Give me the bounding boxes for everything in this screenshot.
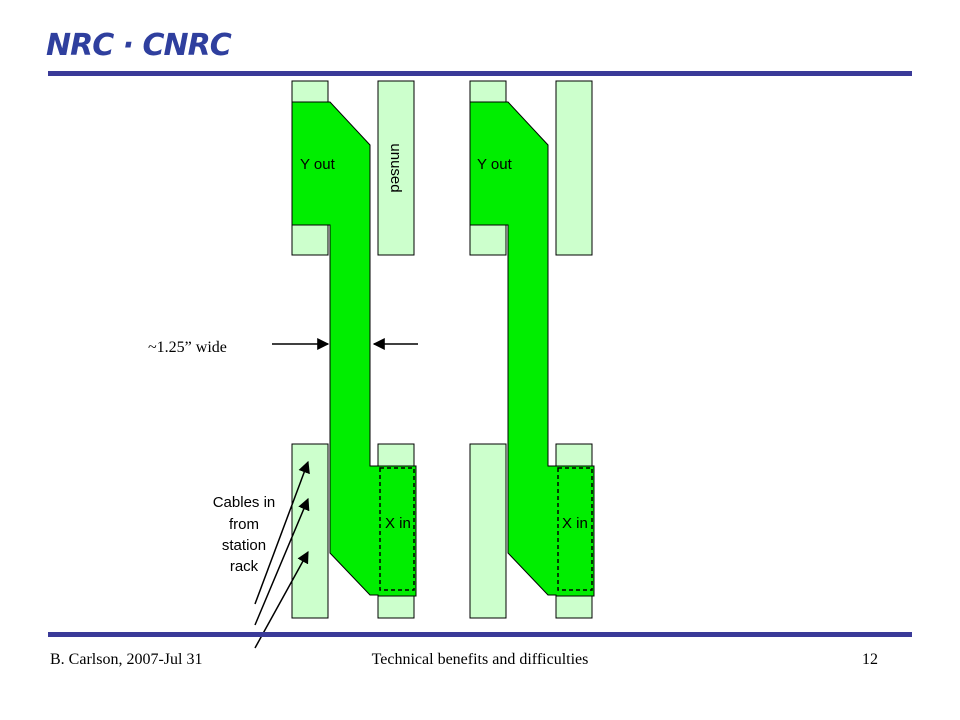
cables-label-line-1: Cables in <box>213 494 276 511</box>
cable-arrow-1 <box>254 460 310 605</box>
cable-arrow-2 <box>254 497 310 626</box>
x-in-connector-right <box>557 467 593 591</box>
x-in-connector-left <box>379 467 415 591</box>
cables-label-line-2: from <box>229 516 259 533</box>
slot-right-bottom-a <box>469 443 507 619</box>
cables-label-line-4: rack <box>230 558 259 575</box>
footer-slide-title: Technical benefits and difficulties <box>371 651 589 668</box>
slot-right-top-b <box>555 80 593 256</box>
header-rule <box>48 71 912 76</box>
board-right <box>469 101 595 597</box>
cables-label-line-3: station <box>222 537 266 554</box>
slot-left-bottom <box>291 443 329 619</box>
label-x-in-left: X in <box>385 515 411 532</box>
nrc-cnrc-logo: NRC · CNRC <box>46 28 232 63</box>
label-x-in-right: X in <box>562 515 588 532</box>
board-left <box>291 101 417 597</box>
footer-author-date: B. Carlson, 2007-Jul 31 <box>50 651 203 668</box>
label-unused: unused <box>387 143 404 192</box>
footer-page-number: 12 <box>862 651 878 668</box>
label-y-out-right: Y out <box>477 156 513 173</box>
width-annotation: ~1.25” wide <box>148 339 227 356</box>
label-y-out-left: Y out <box>300 156 336 173</box>
slot-unused <box>377 80 415 256</box>
footer-rule <box>48 632 912 637</box>
